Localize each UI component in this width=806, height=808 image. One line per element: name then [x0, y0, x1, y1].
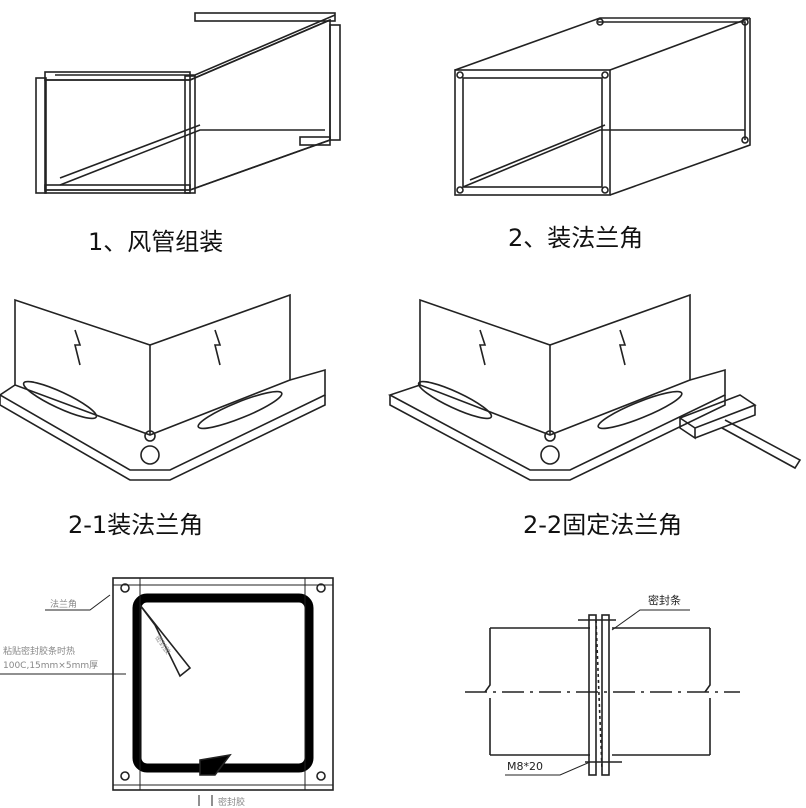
caption-install-flange-corner: 2、装法兰角 — [508, 224, 644, 252]
caption-duct-assembly: 1、风管组装 — [88, 228, 224, 256]
hammer-icon — [678, 394, 802, 470]
duct-assembly-drawing — [35, 12, 341, 194]
label-flange-corner: 法兰角 — [50, 600, 78, 610]
label-sealant-note-1: 粘贴密封胶条时热 — [3, 647, 76, 657]
flange-joint-drawing — [465, 609, 740, 776]
install-flange-corner-drawing — [0, 293, 326, 481]
caption-install-flange-corner-2-1: 2-1装法兰角 — [68, 511, 204, 539]
sealant-frame-drawing — [0, 577, 334, 806]
flange-corner-drawing — [454, 17, 751, 196]
caption-fix-flange-corner-2-2: 2-2固定法兰角 — [523, 511, 683, 539]
fix-flange-corner-drawing — [387, 293, 802, 481]
label-seal-strip: 密封条 — [648, 594, 681, 607]
label-bolt-size: M8*20 — [507, 760, 543, 773]
label-sealant-note-2: 100C,15mm×5mm厚 — [3, 661, 99, 671]
label-bottom-note: 密封胶 — [218, 798, 246, 808]
